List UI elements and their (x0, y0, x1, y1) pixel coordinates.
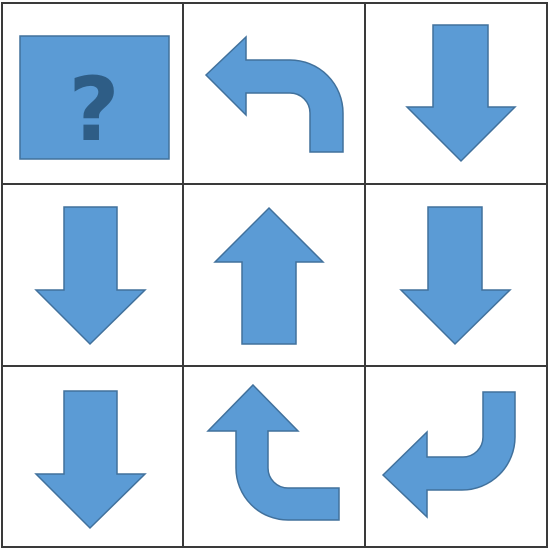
arrow-down-icon (34, 206, 147, 346)
arrow-down-icon (399, 206, 512, 346)
cell-5 (213, 206, 325, 345)
arrow-down-icon (405, 24, 517, 163)
cell-3 (405, 24, 517, 163)
curved-arrow-up-left-icon (204, 35, 344, 153)
cell-2 (204, 35, 344, 153)
question-mark-icon: ? (68, 58, 119, 161)
curved-arrow-down-left-icon (381, 391, 516, 519)
cell-8 (206, 383, 340, 521)
cell-1: ? (19, 35, 170, 161)
cell-4 (34, 206, 147, 346)
curved-arrow-left-up-icon (206, 383, 340, 521)
cell-6 (399, 206, 512, 346)
arrow-up-icon (213, 206, 325, 345)
cell-9 (381, 391, 516, 519)
question-box (19, 35, 170, 160)
arrow-down-icon (34, 390, 147, 530)
cell-7 (34, 390, 147, 530)
